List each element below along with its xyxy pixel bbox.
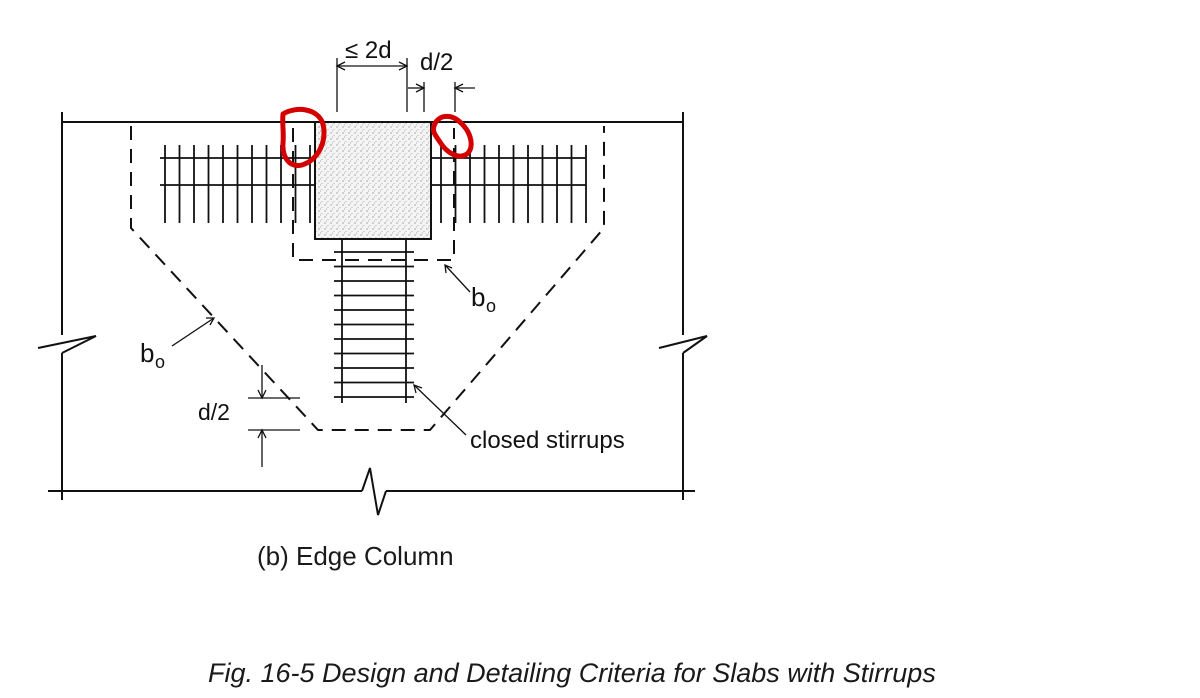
arrow-left-top <box>257 389 267 400</box>
arrow-d2-left <box>415 83 426 93</box>
leader-stirrups-arrow <box>413 383 423 394</box>
critical-sections <box>130 126 605 431</box>
right-break-mark <box>658 335 708 354</box>
label-d2-top: d/2 <box>420 49 453 76</box>
left-break-mark <box>37 335 97 354</box>
label-b0-left-sub: o <box>155 352 165 372</box>
arrow-2d-left <box>335 61 346 71</box>
label-max-2d: ≤ 2d <box>345 37 392 64</box>
reinforcement-bars <box>160 157 586 403</box>
leader-b0-left <box>171 317 215 347</box>
edge-column <box>314 121 432 240</box>
label-b0-right-sub: o <box>486 296 496 316</box>
bottom-break-mark <box>361 467 387 516</box>
arrow-d2-right <box>453 83 464 93</box>
label-d2-left: d/2 <box>198 399 230 425</box>
label-b0-right: b <box>471 282 485 312</box>
leader-b0-right <box>444 264 471 293</box>
highlight-circle-right <box>431 113 474 159</box>
highlight-circle-left <box>280 106 327 169</box>
top-dimensions <box>335 58 475 112</box>
arrow-left-bottom <box>257 428 267 439</box>
subfigure-caption: (b) Edge Column <box>257 541 454 571</box>
stirrups-left <box>164 145 311 223</box>
leader-b0-left-arrow <box>206 317 216 326</box>
leader-stirrups <box>413 384 467 436</box>
label-closed-stirrups: closed stirrups <box>470 427 625 454</box>
stirrups-down <box>334 251 414 398</box>
outer-critical-section-b0 <box>130 126 605 431</box>
arrow-2d-right <box>398 61 409 71</box>
leader-b0-right-arrow <box>444 263 453 274</box>
label-b0-left: b <box>140 338 154 368</box>
leader-lines <box>171 263 471 436</box>
inner-critical-section-b0 <box>292 128 455 261</box>
left-dimension <box>248 365 300 467</box>
figure-caption: Fig. 16-5 Design and Detailing Criteria … <box>208 658 936 688</box>
highlight-marks <box>280 106 474 169</box>
